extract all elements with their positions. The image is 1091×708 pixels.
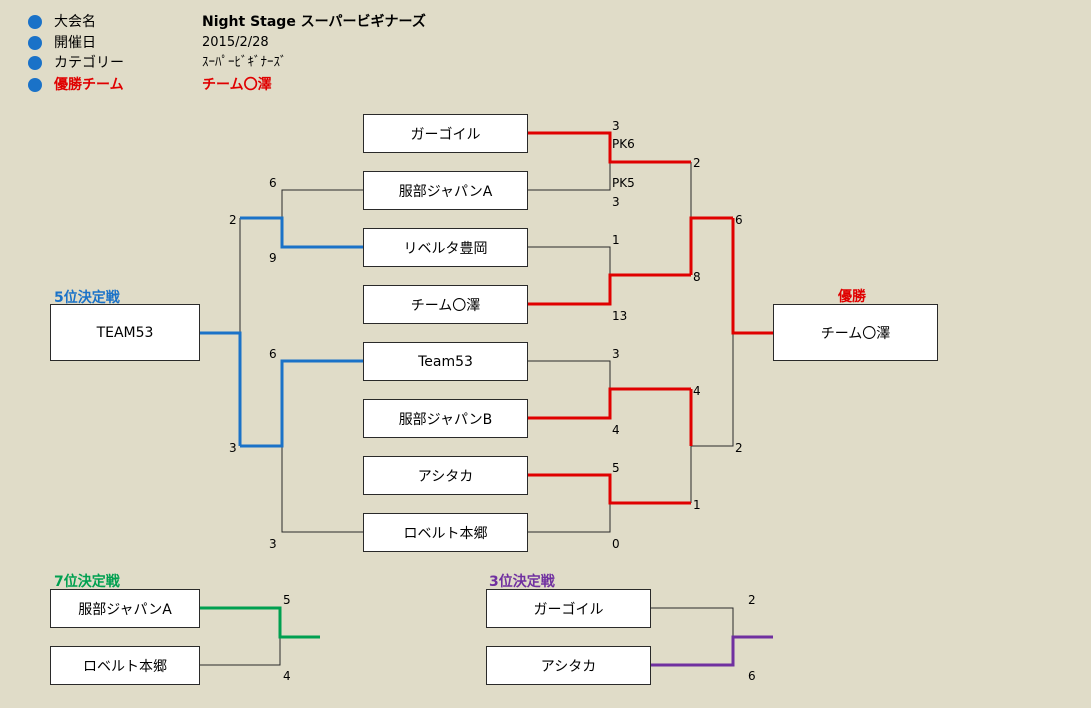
- score: 3: [612, 347, 620, 361]
- score: 4: [693, 384, 701, 398]
- score: 2: [229, 213, 237, 227]
- score: 6: [269, 176, 277, 190]
- score: 13: [612, 309, 628, 323]
- team-box: 服部ジャパンA: [363, 171, 528, 210]
- champion-box: チーム〇澤: [773, 304, 938, 361]
- line-7th-roberto: [200, 637, 281, 666]
- team-box: 服部ジャパンB: [363, 399, 528, 438]
- win-ashitaka: [527, 473, 691, 505]
- winner-label: 優勝チーム: [54, 77, 124, 93]
- score: 1: [693, 498, 701, 512]
- line-hattori-a: [527, 162, 611, 191]
- line-3rd-gargoyle: [650, 607, 734, 637]
- third-place-title: 3位決定戦: [489, 574, 555, 590]
- category-label: カテゴリー: [54, 55, 124, 71]
- win-5th-final: [200, 331, 242, 446]
- score: 6: [269, 347, 277, 361]
- fifth-place-winner-box: TEAM53: [50, 304, 200, 361]
- score: 6: [735, 213, 743, 227]
- team-box: アシタカ: [486, 646, 651, 685]
- line-liberta: [527, 246, 611, 275]
- score: 2: [748, 593, 756, 607]
- score: 5: [612, 461, 620, 475]
- team-box: Team53: [363, 342, 528, 381]
- line-roberto: [527, 503, 611, 533]
- win-r2-top: [689, 216, 733, 275]
- line-5th-hattori-a: [281, 189, 363, 218]
- score: 9: [269, 251, 277, 265]
- win-3rd: [650, 635, 773, 667]
- score: 1: [612, 233, 620, 247]
- win-5th-liberta: [240, 216, 363, 249]
- team-box: アシタカ: [363, 456, 528, 495]
- score: 3: [612, 195, 620, 209]
- score: 2: [735, 441, 743, 455]
- pk-score: PK5: [612, 176, 635, 190]
- win-7th: [200, 606, 320, 639]
- win-gargoyle: [527, 131, 691, 164]
- bullet-icon: [28, 36, 42, 50]
- line-5th-roberto: [281, 446, 363, 533]
- bullet-icon: [28, 56, 42, 70]
- champion-title: 優勝: [838, 289, 866, 305]
- win-chimu: [527, 273, 691, 306]
- win-hattori-b: [527, 387, 691, 420]
- score: 3: [229, 441, 237, 455]
- team-box: 服部ジャパンA: [50, 589, 200, 628]
- score: 3: [612, 119, 620, 133]
- team-box: ロベルト本郷: [363, 513, 528, 552]
- team-box: ロベルト本郷: [50, 646, 200, 685]
- bullet-icon: [28, 78, 42, 92]
- score: 0: [612, 537, 620, 551]
- score: 4: [283, 669, 291, 683]
- pk-score: PK6: [612, 137, 635, 151]
- team-box: ガーゴイル: [363, 114, 528, 153]
- seventh-place-title: 7位決定戦: [54, 574, 120, 590]
- team-box: ガーゴイル: [486, 589, 651, 628]
- score: 8: [693, 270, 701, 284]
- winner-value: チーム〇澤: [202, 77, 272, 93]
- score: 4: [612, 423, 620, 437]
- tournament-label: 大会名: [54, 14, 96, 30]
- line-final-bottom: [691, 333, 734, 447]
- win-5th-team53: [240, 359, 363, 448]
- fifth-place-title: 5位決定戦: [54, 290, 120, 306]
- score: 2: [693, 156, 701, 170]
- score: 3: [269, 537, 277, 551]
- tournament-value: Night Stage スーパービギナーズ: [202, 14, 426, 30]
- date-label: 開催日: [54, 35, 96, 51]
- bullet-icon: [28, 15, 42, 29]
- date-value: 2015/2/28: [202, 35, 269, 50]
- team-box: チーム〇澤: [363, 285, 528, 324]
- line-team53: [527, 360, 611, 389]
- score: 6: [748, 669, 756, 683]
- team-box: リベルタ豊岡: [363, 228, 528, 267]
- win-final: [731, 218, 773, 335]
- score: 5: [283, 593, 291, 607]
- category-value: ｽｰﾊﾟｰﾋﾞｷﾞﾅｰｽﾞ: [202, 55, 287, 70]
